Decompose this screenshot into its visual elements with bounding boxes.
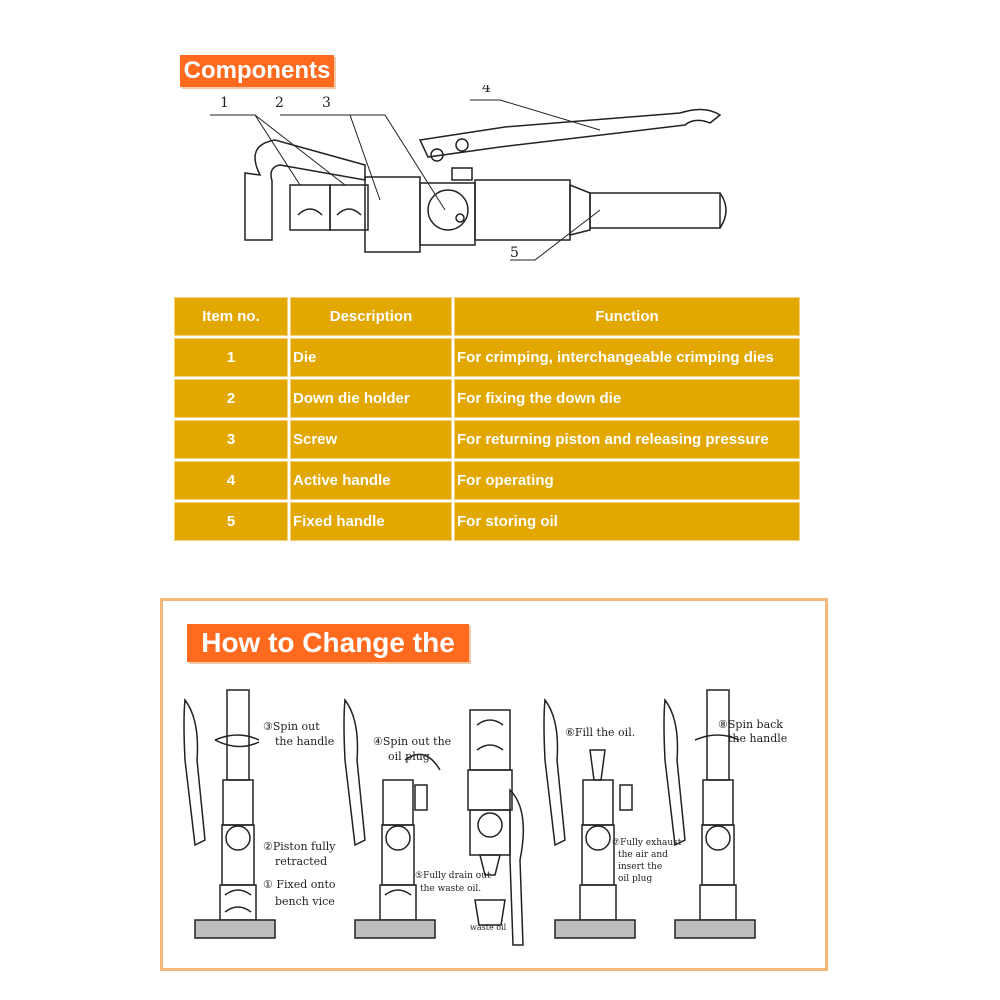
- step-figure-2: [343, 698, 441, 939]
- item-function: For operating: [454, 461, 800, 500]
- upper-die: [289, 184, 331, 231]
- oil-change-title: How to Change the oil: [187, 624, 469, 696]
- item-description: Active handle: [290, 461, 452, 500]
- step-7-line-4: oil plug: [618, 874, 652, 884]
- item-number: 2: [174, 379, 288, 418]
- table-row: 2 Down die holder For fixing the down di…: [174, 379, 800, 418]
- item-function: For storing oil: [454, 502, 800, 541]
- item-description: Screw: [290, 420, 452, 459]
- step-6-label: ⑥Fill the oil.: [565, 726, 635, 739]
- crimping-tool-diagram: 1 2 3 4 5: [210, 85, 727, 261]
- die-holder: [364, 176, 421, 253]
- step-figure-4: [543, 698, 636, 939]
- callout-2: 2: [275, 95, 284, 111]
- step-figure-1: [183, 689, 276, 939]
- step-2-line-1: ②Piston fully: [263, 840, 336, 853]
- components-table: Item no. Description Function 1 Die For …: [172, 295, 802, 543]
- step-8-line-1: ⑧Spin back: [718, 718, 783, 731]
- tool-head: [244, 139, 366, 241]
- item-number: 1: [174, 338, 288, 377]
- step-3-line-2: the handle: [275, 735, 334, 748]
- step-3-line-1: ③Spin out: [263, 720, 320, 733]
- item-number: 4: [174, 461, 288, 500]
- waste-oil-label: waste oil: [470, 923, 507, 932]
- callout-4: 4: [482, 85, 491, 96]
- item-description: Fixed handle: [290, 502, 452, 541]
- item-function: For fixing the down die: [454, 379, 800, 418]
- die-groove: [297, 208, 323, 216]
- callout-5: 5: [510, 245, 519, 261]
- header-function: Function: [454, 297, 800, 336]
- oil-change-steps-diagram: ③Spin out the handle ②Piston fully retra…: [183, 689, 787, 946]
- cylinder: [474, 179, 571, 241]
- step-5-line-1: ⑤Fully drain out: [415, 871, 491, 881]
- components-title: Components: [180, 55, 334, 87]
- fixed-handle: [589, 192, 721, 229]
- step-7-line-3: insert the: [618, 862, 662, 872]
- item-number: 3: [174, 420, 288, 459]
- callout-3: 3: [322, 95, 331, 111]
- step-figure-5: [663, 689, 756, 939]
- step-4-line-2: oil plug.: [388, 750, 433, 763]
- table-header-row: Item no. Description Function: [174, 297, 800, 336]
- item-function: For returning piston and releasing press…: [454, 420, 800, 459]
- step-1-line-2: bench vice: [275, 895, 335, 908]
- table-row: 4 Active handle For operating: [174, 461, 800, 500]
- table-row: 3 Screw For returning piston and releasi…: [174, 420, 800, 459]
- step-8-line-2: the handle: [728, 732, 787, 745]
- release-screw-circle: [427, 189, 469, 231]
- item-number: 5: [174, 502, 288, 541]
- step-1-line-1: ① Fixed onto: [263, 878, 336, 891]
- table-row: 5 Fixed handle For storing oil: [174, 502, 800, 541]
- step-2-line-2: retracted: [275, 855, 327, 868]
- step-figure-3: [467, 709, 525, 946]
- step-7-line-2: the air and: [618, 850, 668, 860]
- header-description: Description: [290, 297, 452, 336]
- header-item-no: Item no.: [174, 297, 288, 336]
- step-7-line-1: ⑦Fully exhaust: [612, 838, 682, 848]
- item-function: For crimping, interchangeable crimping d…: [454, 338, 800, 377]
- callout-1: 1: [220, 95, 229, 111]
- item-description: Down die holder: [290, 379, 452, 418]
- active-handle: [418, 108, 722, 158]
- table-row: 1 Die For crimping, interchangeable crim…: [174, 338, 800, 377]
- step-4-line-1: ④Spin out the: [373, 735, 451, 748]
- item-description: Die: [290, 338, 452, 377]
- step-5-line-2: the waste oil.: [420, 884, 481, 894]
- lower-die: [329, 184, 369, 231]
